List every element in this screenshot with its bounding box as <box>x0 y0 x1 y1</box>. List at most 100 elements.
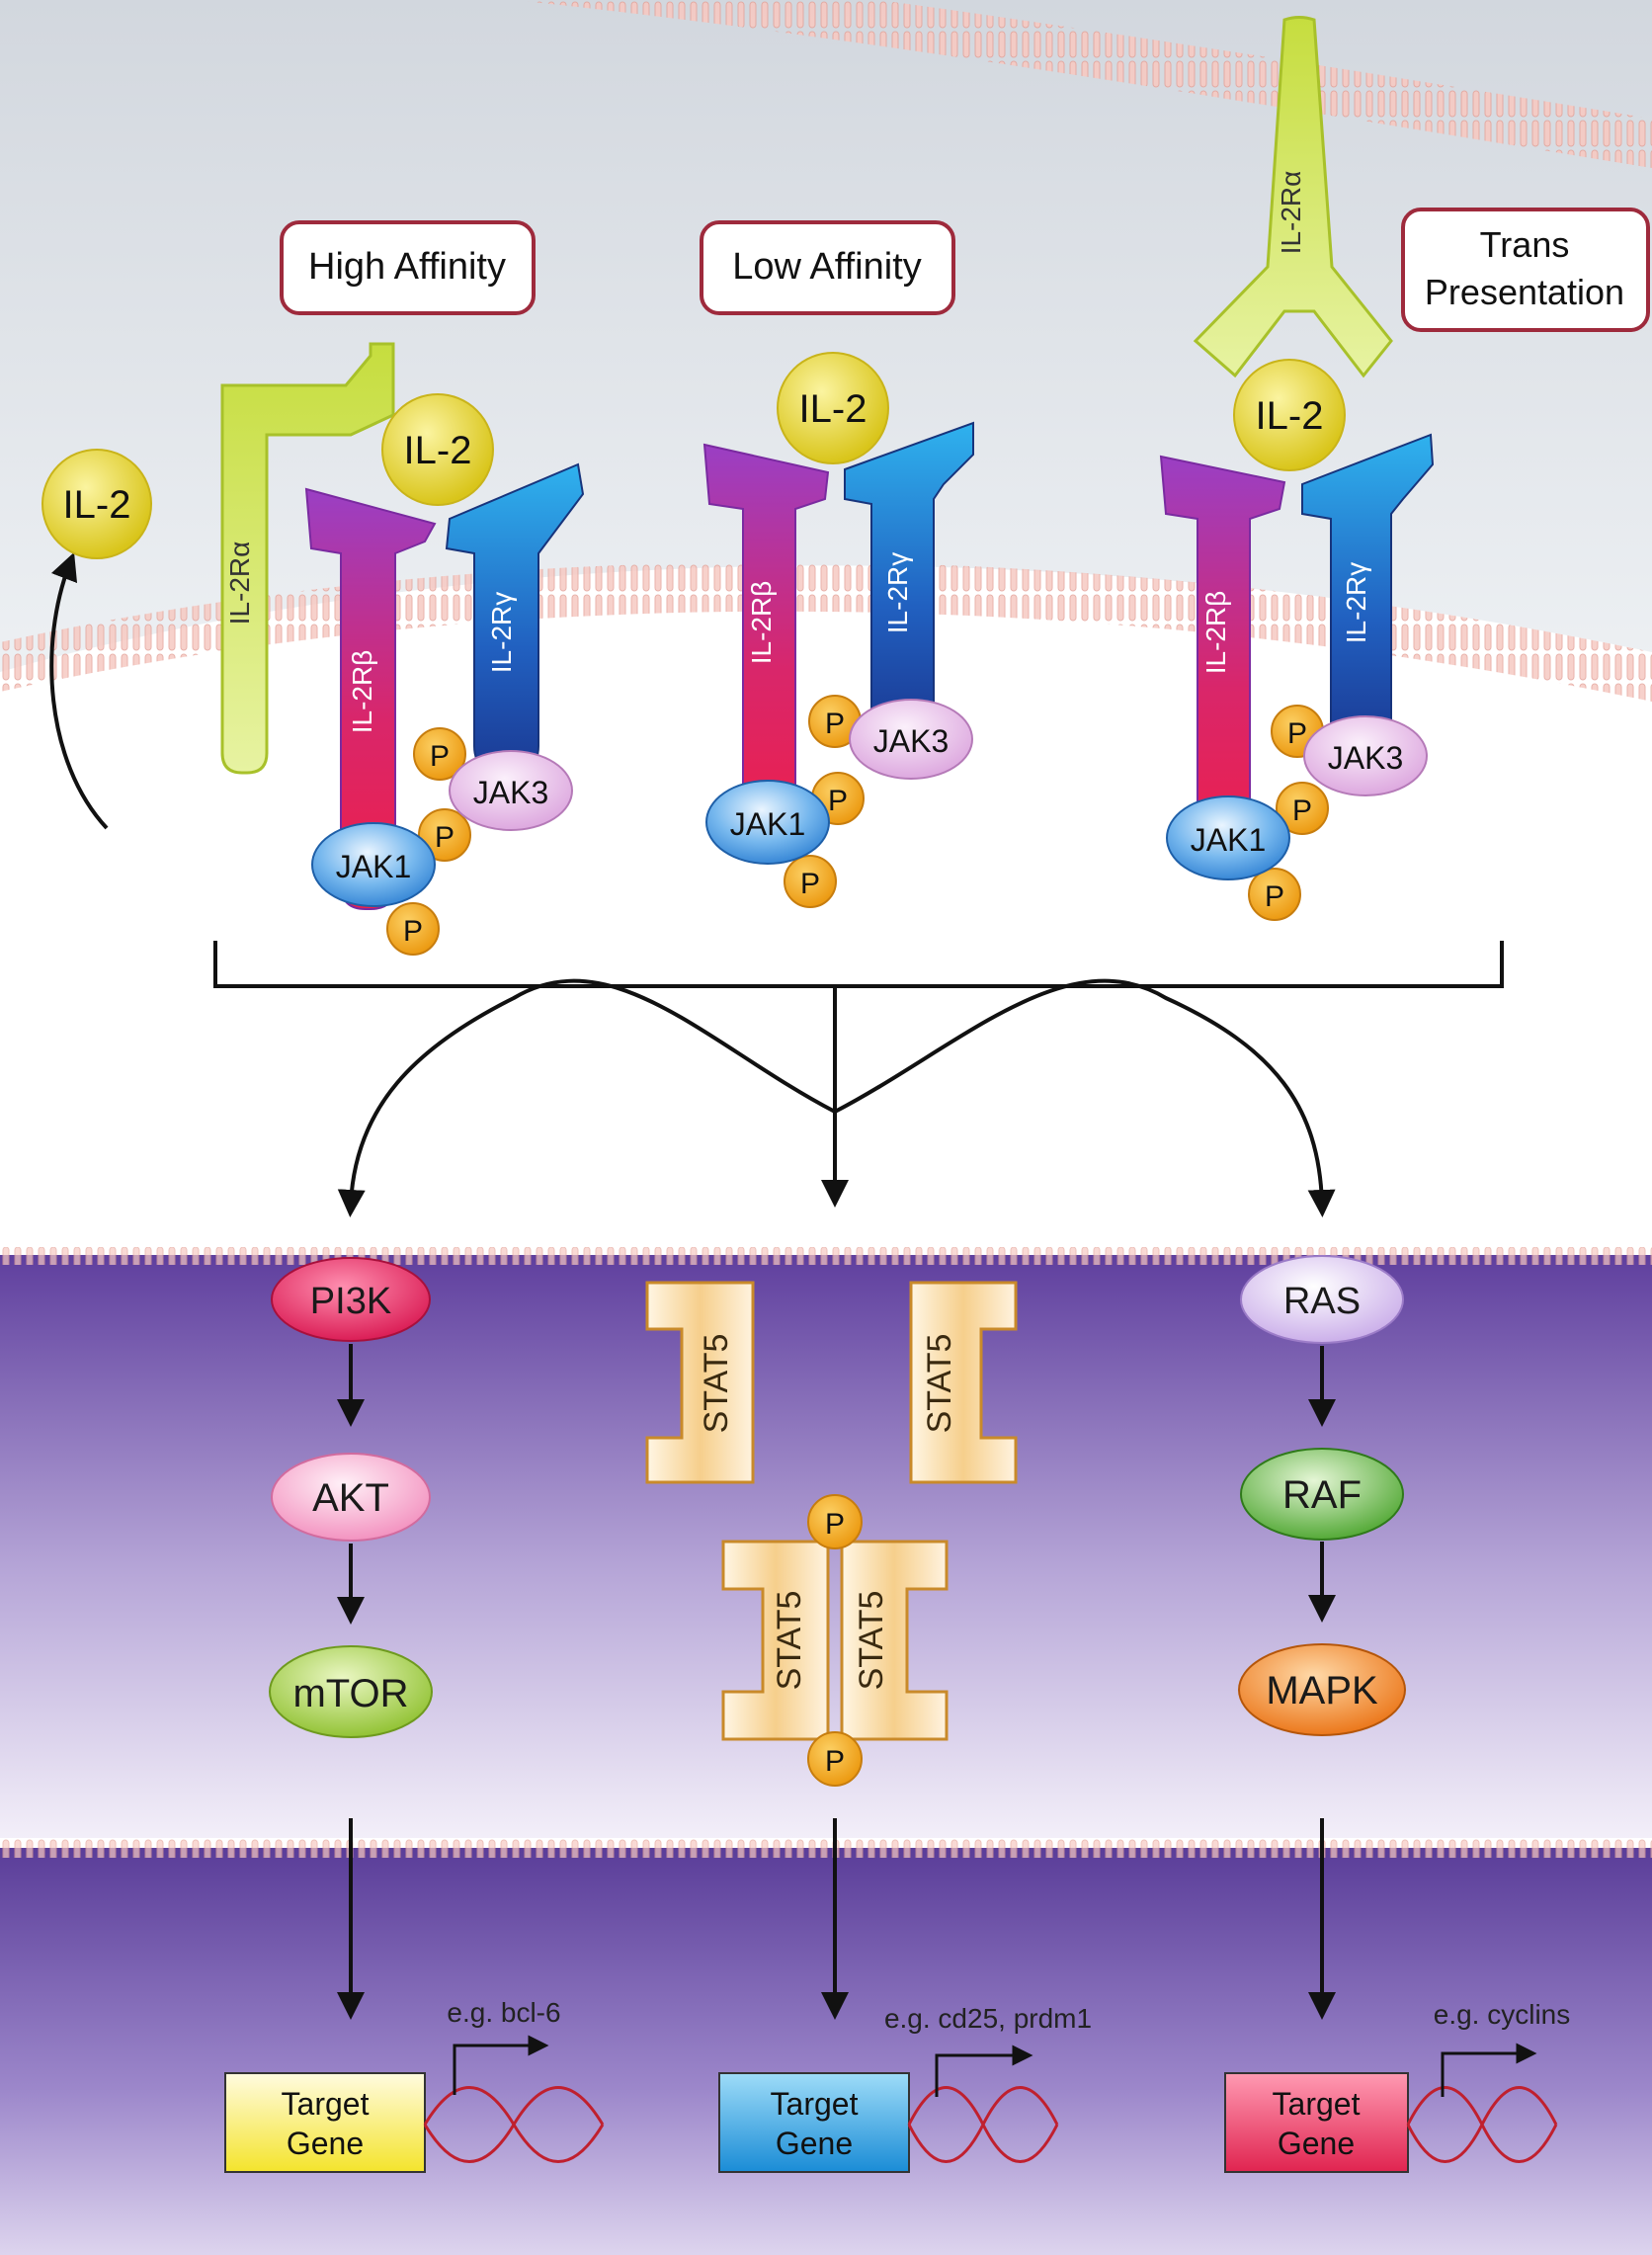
mapk-label: MAPK <box>1266 1669 1378 1712</box>
transcription-arrow <box>935 2045 1033 2097</box>
phosphate-label: P <box>825 1745 845 1778</box>
ras-pathway: RAS RAF MAPK <box>1238 1255 1406 1736</box>
convergence-bracket <box>213 941 1504 1217</box>
target-gene-line2: Gene <box>1278 2126 1355 2161</box>
target-gene-line1: Target <box>282 2086 370 2122</box>
stat5-label: STAT5 <box>853 1591 890 1691</box>
target-gene-line2: Gene <box>287 2126 364 2161</box>
il2ra-chain <box>1193 16 1393 378</box>
jak1-label: JAK1 <box>730 806 805 842</box>
arrow-to-pi3k <box>337 978 836 1217</box>
phosphate <box>413 727 466 781</box>
example-genes-mid: e.g. cd25, prdm1 <box>884 2003 1092 2034</box>
phosphate-label: P <box>800 868 820 900</box>
il2rb-label: IL-2Rβ <box>1200 591 1231 675</box>
nuclear-arrows <box>337 1818 1336 2020</box>
ras-label: RAS <box>1283 1281 1361 1322</box>
phosphate-label: P <box>1292 794 1312 827</box>
label-high-affinity: High Affinity <box>280 220 536 315</box>
il2rb-label: IL-2Rβ <box>347 650 377 734</box>
il2rg-label: IL-2Rγ <box>486 592 517 673</box>
target-gene-box <box>224 2072 426 2173</box>
label-trans-line1: Trans <box>1480 224 1570 265</box>
stat5-monomer-left: STAT5 <box>645 1281 755 1484</box>
phosphate-label: P <box>825 708 845 740</box>
label-trans-presentation: Trans Presentation <box>1401 208 1650 332</box>
trans-presentation-complex: IL-2Rα IL-2Rβ IL-2Rγ IL-2 P P P JAK3 JAK… <box>1159 16 1435 921</box>
example-genes-right: e.g. cyclins <box>1434 1999 1571 2030</box>
il2-label: IL-2 <box>1256 394 1324 438</box>
jak3-kinase <box>1303 715 1428 796</box>
il2ra-label: IL-2Rα <box>224 542 255 626</box>
akt-node <box>271 1453 431 1542</box>
il2-label: IL-2 <box>63 483 131 527</box>
phosphate <box>386 902 440 956</box>
label-low-affinity-text: Low Affinity <box>732 246 922 288</box>
target-gene-right: Target Gene e.g. cyclins <box>1224 1999 1571 2173</box>
jak3-label: JAK3 <box>873 723 949 759</box>
dna-helix <box>1406 2086 1558 2163</box>
stat5-dimer: STAT5 STAT5 P P <box>721 1494 949 1787</box>
phosphate <box>807 1731 863 1787</box>
target-gene-left: Target Gene e.g. bcl-6 <box>224 1997 605 2173</box>
mapk-node <box>1238 1643 1406 1736</box>
target-gene-box <box>718 2072 910 2173</box>
stat5-monomer-right: STAT5 <box>909 1281 1018 1484</box>
phosphate <box>807 1494 863 1549</box>
label-low-affinity: Low Affinity <box>700 220 955 315</box>
mtor-node <box>269 1645 433 1738</box>
pi3k-pathway: PI3K AKT mTOR <box>269 1257 433 1738</box>
low-affinity-complex: IL-2Rβ IL-2Rγ IL-2 P P P JAK3 JAK1 <box>702 352 974 908</box>
example-genes-left: e.g. bcl-6 <box>447 1997 560 2028</box>
transcription-arrow <box>453 2035 549 2095</box>
mtor-label: mTOR <box>292 1672 408 1715</box>
arrow-to-ras <box>834 978 1336 1217</box>
phosphate-label: P <box>1265 880 1284 913</box>
phosphate <box>418 808 471 862</box>
jak3-kinase <box>849 699 973 780</box>
raf-label: RAF <box>1282 1473 1362 1517</box>
jak3-label: JAK3 <box>1328 740 1403 776</box>
jak3-kinase <box>449 750 573 831</box>
ras-node <box>1240 1255 1404 1344</box>
il2rg-label: IL-2Rγ <box>882 552 913 633</box>
il2-ligand <box>777 352 889 464</box>
phosphate-label: P <box>828 785 848 817</box>
target-gene-box <box>1224 2072 1409 2173</box>
il2ra-label: IL-2Rα <box>1276 171 1306 255</box>
target-gene-line1: Target <box>771 2086 859 2122</box>
il2-ligand <box>1233 359 1346 471</box>
release-arrow <box>49 551 109 830</box>
phosphate-label: P <box>1287 717 1307 750</box>
dna-helix <box>907 2086 1059 2163</box>
phosphate-label: P <box>435 821 454 854</box>
il2-label: IL-2 <box>799 387 867 431</box>
target-gene-mid: Target Gene e.g. cd25, prdm1 <box>718 2003 1092 2173</box>
jak1-label: JAK1 <box>336 849 411 884</box>
jak1-kinase <box>1166 795 1290 880</box>
transcription-arrow <box>1441 2043 1537 2097</box>
label-trans-line2: Presentation <box>1425 272 1624 312</box>
stat5-label: STAT5 <box>698 1334 735 1434</box>
jak1-kinase <box>311 822 436 907</box>
stat5-label: STAT5 <box>771 1591 808 1691</box>
phosphate-label: P <box>430 740 450 773</box>
akt-label: AKT <box>312 1476 389 1520</box>
il2rb-label: IL-2Rβ <box>746 581 777 665</box>
jak1-label: JAK1 <box>1191 822 1266 858</box>
il2-ligand <box>41 449 152 559</box>
il2ra-chain <box>220 342 395 775</box>
target-gene-line2: Gene <box>776 2126 853 2161</box>
free-il2: IL-2 <box>41 449 152 830</box>
nucleus <box>0 1838 1652 2255</box>
jak1-kinase <box>705 780 830 865</box>
high-affinity-complex: IL-2Rα IL-2Rβ IL-2Rγ IL-2 P P P JAK3 JAK… <box>220 342 585 956</box>
il2rg-label: IL-2Rγ <box>1341 562 1371 643</box>
label-high-affinity-text: High Affinity <box>308 246 506 288</box>
pi3k-node <box>271 1257 431 1342</box>
phosphate <box>784 855 837 908</box>
phosphate <box>1248 868 1301 921</box>
dna-helix <box>423 2086 605 2163</box>
stat5-label: STAT5 <box>921 1334 958 1434</box>
